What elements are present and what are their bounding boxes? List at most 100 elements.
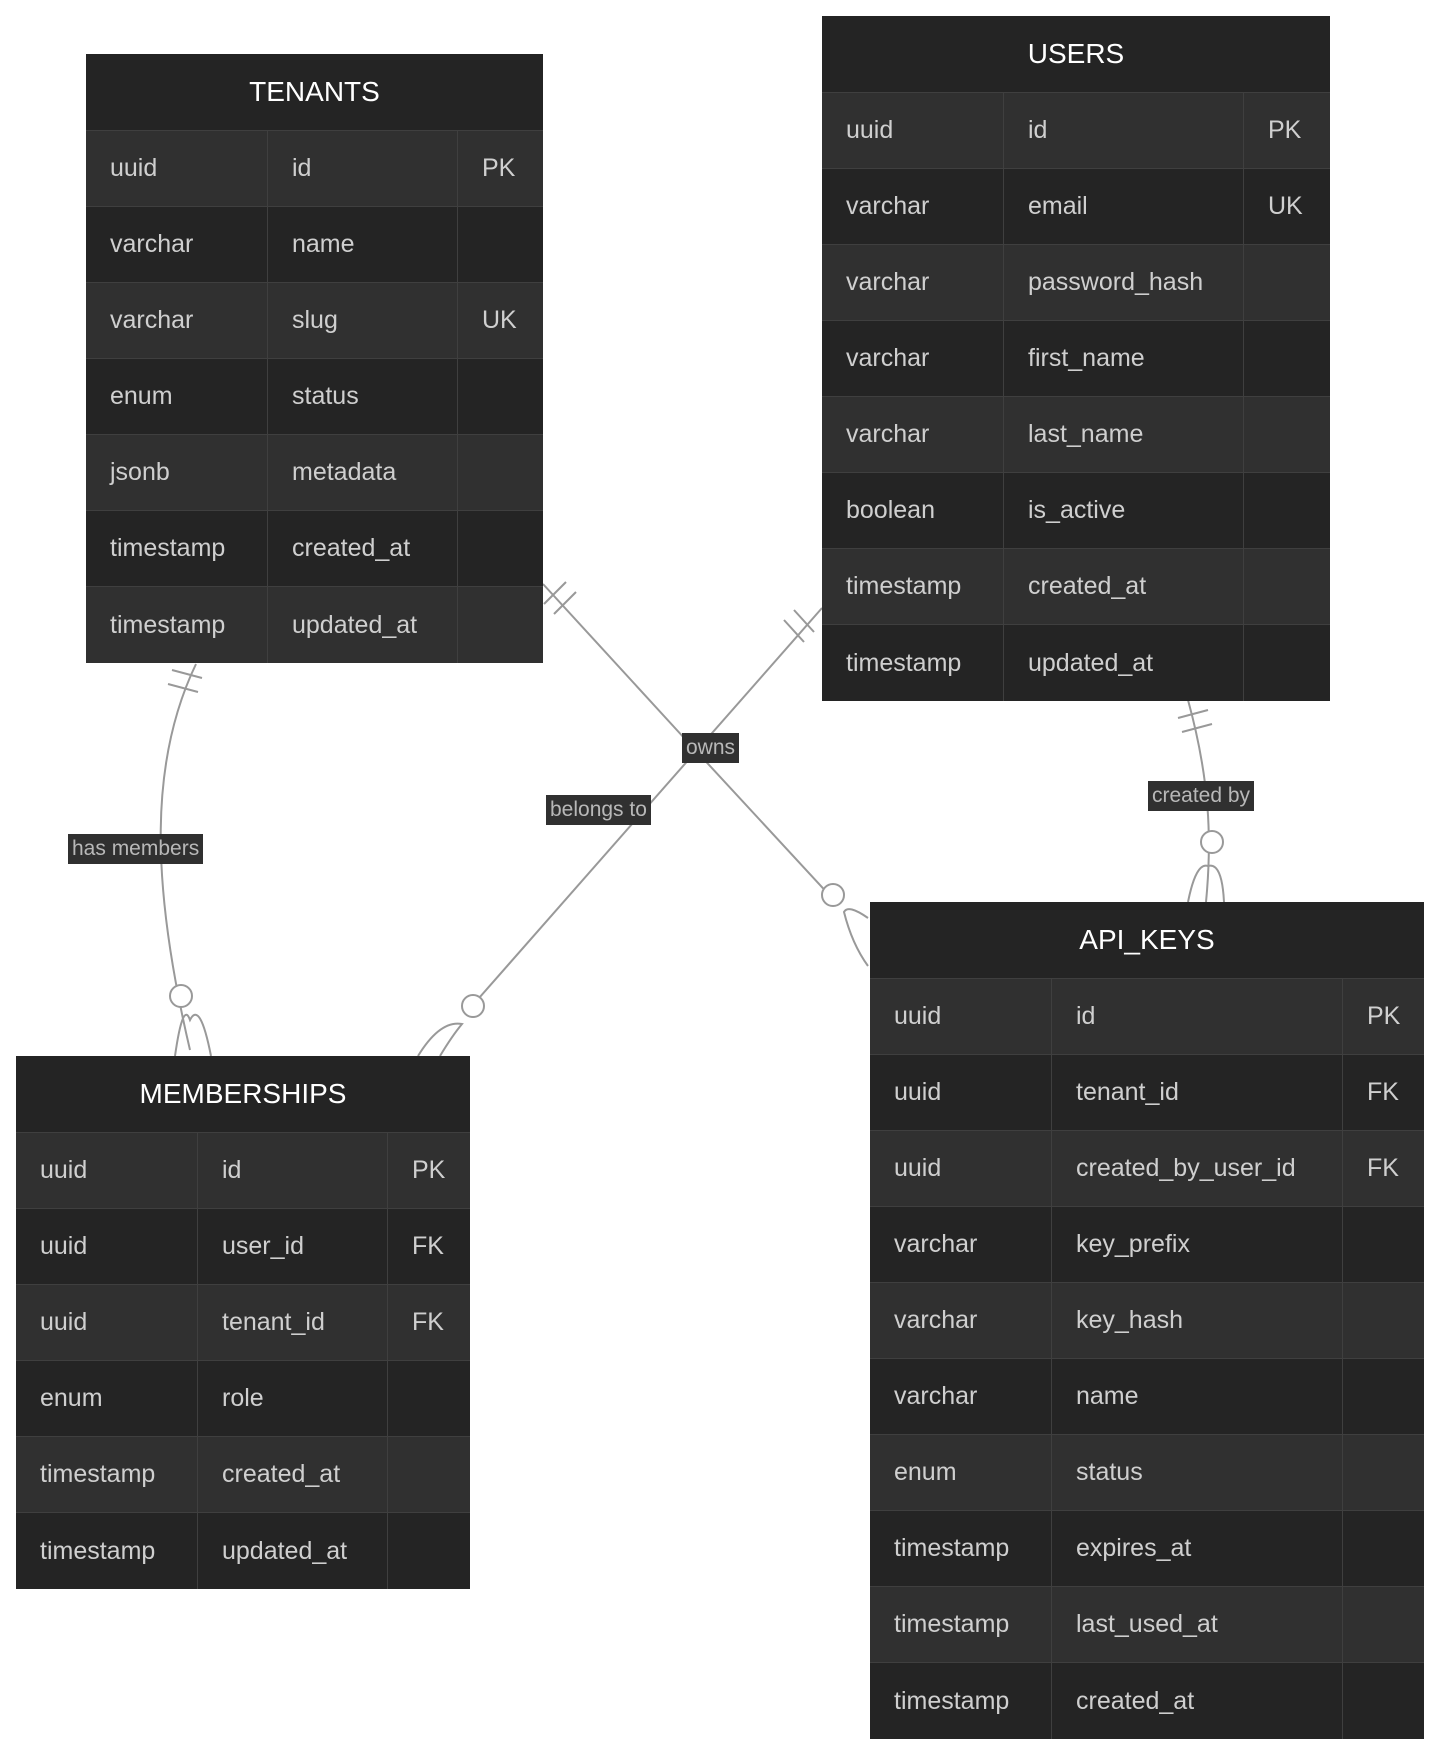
attribute-name: metadata [267, 435, 457, 510]
attribute-row[interactable]: enum status [86, 359, 543, 435]
attribute-name: created_at [197, 1437, 387, 1512]
attribute-key [1342, 1587, 1424, 1662]
attribute-key [457, 359, 543, 434]
attribute-name: created_at [1003, 549, 1243, 624]
attribute-name: created_by_user_id [1051, 1131, 1342, 1206]
attribute-name: name [1051, 1359, 1342, 1434]
attribute-name: user_id [197, 1209, 387, 1284]
attribute-type: timestamp [894, 1686, 1010, 1715]
attribute-name: expires_at [1051, 1511, 1342, 1586]
attribute-name: id [197, 1133, 387, 1208]
attribute-key [1342, 1663, 1424, 1739]
attribute-row[interactable]: varchar first_name [822, 321, 1330, 397]
attribute-key: UK [1243, 169, 1330, 244]
attribute-type: timestamp [894, 1610, 1010, 1638]
attribute-key [1243, 245, 1330, 320]
attribute-key [457, 435, 543, 510]
attribute-type: varchar [846, 344, 930, 372]
attribute-type: uuid [894, 1154, 942, 1182]
edge-has-members [159, 663, 197, 1051]
attribute-key [1243, 473, 1330, 548]
attribute-name: id [1051, 979, 1342, 1054]
attribute-type: timestamp [846, 648, 962, 677]
attribute-key: PK [1342, 979, 1424, 1054]
attribute-row[interactable]: boolean is_active [822, 473, 1330, 549]
attribute-type: varchar [846, 192, 930, 220]
attribute-type: varchar [846, 420, 930, 448]
attribute-key [457, 207, 543, 282]
attribute-key [1342, 1435, 1424, 1510]
attribute-type: timestamp [110, 610, 226, 639]
marker-owns-zero [821, 883, 845, 907]
marker-belongs-to-zero [461, 994, 485, 1018]
attribute-name: email [1003, 169, 1243, 244]
attribute-type: varchar [894, 1230, 978, 1258]
attribute-row[interactable]: timestamp created_at [16, 1437, 470, 1513]
attribute-name: last_used_at [1051, 1587, 1342, 1662]
attribute-name: first_name [1003, 321, 1243, 396]
attribute-key [1342, 1283, 1424, 1358]
attribute-name: status [267, 359, 457, 434]
attribute-key [387, 1437, 470, 1512]
attribute-type: uuid [40, 1156, 88, 1184]
attribute-name: slug [267, 283, 457, 358]
rel-label-created-by: created by [1148, 781, 1255, 811]
attribute-row[interactable]: timestamp last_used_at [870, 1587, 1424, 1663]
attribute-key [1342, 1511, 1424, 1586]
marker-created-by-one-a [1177, 709, 1209, 719]
attribute-type: boolean [846, 496, 935, 524]
attribute-key: PK [1243, 93, 1330, 168]
marker-belongs-to-many [417, 1022, 464, 1057]
attribute-row[interactable]: timestamp updated_at [86, 587, 543, 663]
attribute-type: timestamp [894, 1534, 1010, 1562]
attribute-name: updated_at [197, 1513, 387, 1589]
attribute-key [1243, 397, 1330, 472]
entity-title: USERS [822, 16, 1330, 93]
attribute-key: FK [387, 1285, 470, 1360]
attribute-type: timestamp [110, 534, 226, 562]
attribute-key [1243, 321, 1330, 396]
attribute-name: tenant_id [197, 1285, 387, 1360]
marker-created-by-zero [1200, 830, 1224, 854]
attribute-type: enum [110, 382, 173, 410]
marker-has-members-one-b [167, 683, 199, 693]
attribute-key: FK [1342, 1131, 1424, 1206]
attribute-name: is_active [1003, 473, 1243, 548]
attribute-name: updated_at [267, 587, 457, 663]
attribute-key [1342, 1359, 1424, 1434]
attribute-type: timestamp [40, 1460, 156, 1488]
attribute-row[interactable]: timestamp expires_at [870, 1511, 1424, 1587]
attribute-type: enum [40, 1384, 103, 1412]
entity-title: TENANTS [86, 54, 543, 131]
